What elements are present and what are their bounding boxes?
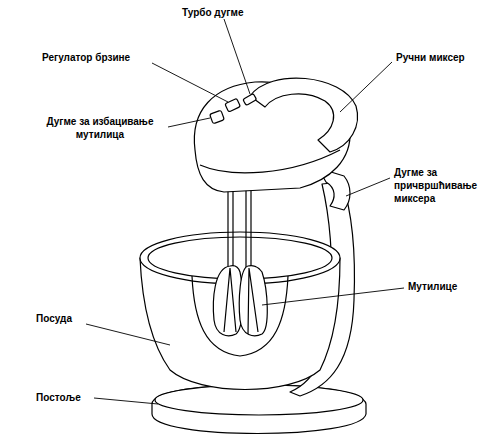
part-label: Ручни миксер: [396, 51, 491, 64]
part-label: Дугме за избацивање мутилица: [30, 115, 170, 141]
base: [152, 385, 366, 434]
beater: [239, 266, 267, 336]
part-label: Регулатор брзине: [42, 51, 157, 64]
bowl: [140, 258, 340, 390]
leader-lines: [86, 19, 404, 404]
part-label: Дугме за причвршћивање миксера: [394, 166, 486, 205]
part-label: Турбо дугме: [182, 6, 272, 19]
part-label: Мутилице: [408, 280, 488, 293]
speed-regulator: [225, 98, 241, 112]
part-label: Постоље: [36, 391, 96, 404]
turbo-button: [243, 94, 257, 106]
beater: [213, 266, 242, 336]
part-label: Посуда: [36, 312, 96, 325]
mixer-drawing: [140, 78, 366, 433]
handle: [250, 78, 358, 152]
eject-button: [210, 110, 225, 124]
